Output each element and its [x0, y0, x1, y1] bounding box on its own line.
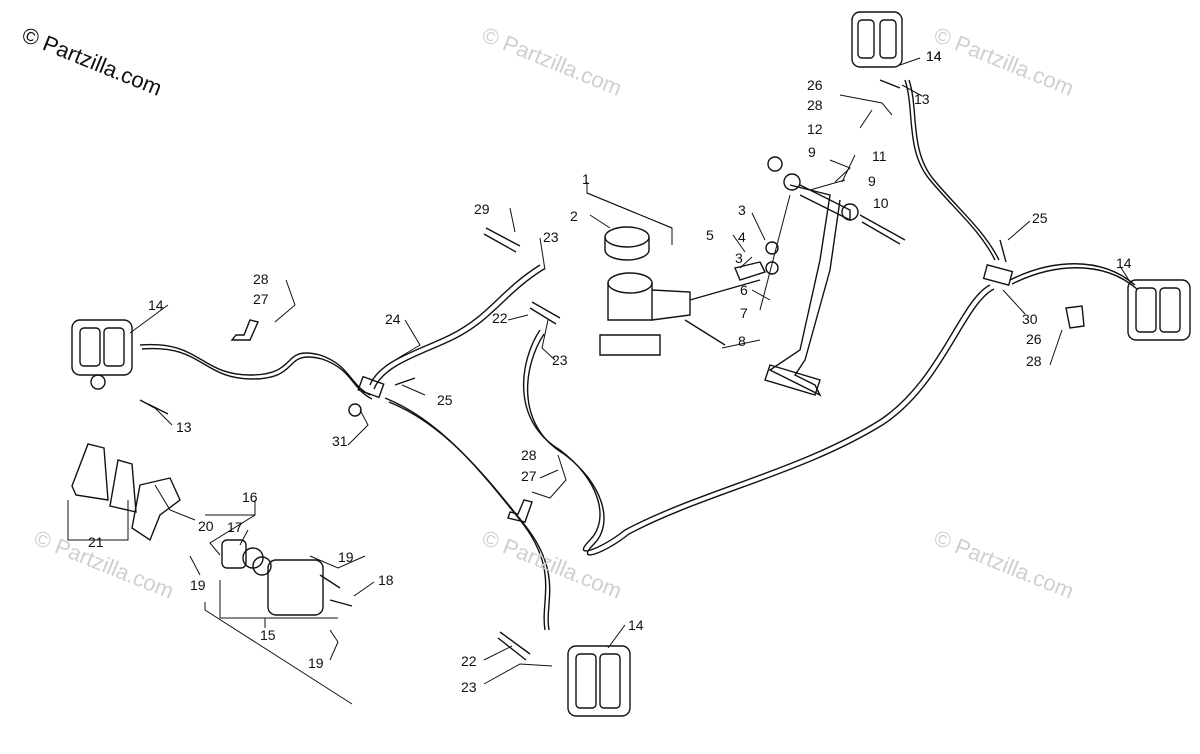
callout-number: 8 — [738, 333, 746, 349]
caliper-left-front — [71, 319, 156, 409]
bushing-9b — [841, 203, 859, 221]
brake-line-master-loop — [522, 284, 995, 556]
pivot-bolt-10 — [859, 214, 906, 245]
brake-line-left-front — [139, 343, 373, 400]
brake-pedal — [764, 184, 851, 397]
callout-number: 25 — [1032, 210, 1048, 226]
bolt-8 — [684, 319, 726, 346]
bolt-22-lower — [497, 631, 531, 661]
callout-number: 29 — [474, 201, 490, 217]
brake-line-right-rear — [1009, 263, 1138, 290]
callout-number: 21 — [88, 534, 104, 550]
callout-number: 5 — [706, 227, 714, 243]
bolt-13-left — [147, 403, 169, 415]
callout-number: 12 — [807, 121, 823, 137]
junction-block-right — [982, 264, 1014, 286]
bolt-13-right — [879, 79, 901, 89]
callout-number: 28 — [253, 271, 269, 287]
callout-number: 9 — [868, 173, 876, 189]
callout-number: 28 — [521, 447, 537, 463]
junction-block-left — [357, 375, 385, 399]
nut-31 — [348, 403, 362, 417]
callout-number: 28 — [807, 97, 823, 113]
callout-number: 13 — [914, 91, 930, 107]
callout-number: 18 — [378, 572, 394, 588]
caliper-body-15 — [267, 559, 353, 616]
callout-number: 11 — [872, 148, 887, 164]
callout-number: 19 — [308, 655, 324, 671]
bolt-25-center — [394, 377, 416, 386]
brake-pads-21 — [71, 443, 137, 513]
callout-number: 9 — [808, 144, 816, 160]
clamp-26-right — [1065, 305, 1085, 329]
callout-number: 22 — [492, 310, 508, 326]
caliper-right-front — [851, 11, 903, 68]
washer-6 — [765, 261, 779, 275]
callout-number: 24 — [385, 311, 401, 327]
brake-line-right-upper — [904, 79, 1000, 261]
callout-number: 27 — [521, 468, 537, 484]
callout-number: 14 — [1116, 255, 1132, 271]
callout-number: 19 — [338, 549, 354, 565]
callout-number: 14 — [628, 617, 644, 633]
callout-number: 10 — [873, 195, 889, 211]
callout-number: 14 — [926, 48, 942, 64]
washer-3 — [765, 241, 779, 255]
callout-number: 23 — [552, 352, 568, 368]
piston-17 — [221, 539, 272, 576]
callout-number: 3 — [735, 250, 743, 266]
callout-number: 19 — [190, 577, 206, 593]
clamp-27-lower — [507, 499, 533, 523]
bracket-20 — [131, 477, 181, 542]
callout-number: 25 — [437, 392, 453, 408]
callout-number: 16 — [242, 489, 258, 505]
callout-number: 14 — [148, 297, 164, 313]
callout-number: 23 — [461, 679, 477, 695]
caliper-right-rear — [1127, 279, 1191, 341]
callout-number: 3 — [738, 202, 746, 218]
caliper-left-rear — [567, 645, 631, 717]
callout-number: 6 — [740, 282, 748, 298]
callout-number: 28 — [1026, 353, 1042, 369]
callout-number: 22 — [461, 653, 477, 669]
clevis-3-4 — [734, 261, 766, 281]
callout-number: 1 — [582, 171, 590, 187]
callout-number: 14 — [926, 48, 942, 64]
callout-number: 23 — [543, 229, 559, 245]
bolt-29 — [483, 227, 521, 253]
clamp-27-upper — [230, 319, 259, 341]
callout-number: 15 — [260, 627, 276, 643]
bolt-22-upper — [529, 301, 561, 325]
callout-number: 4 — [738, 229, 746, 245]
callout-number: 31 — [332, 433, 348, 449]
bushing-12 — [767, 156, 783, 172]
brake-line-rear-lower — [384, 397, 551, 631]
callout-number: 26 — [1026, 331, 1042, 347]
callout-number: 2 — [570, 208, 578, 224]
callout-number: 27 — [253, 291, 269, 307]
callout-number: 20 — [198, 518, 214, 534]
bolt-25-right — [999, 239, 1007, 263]
callout-number: 17 — [227, 519, 243, 535]
brake-line-24 — [369, 264, 545, 390]
callout-number: 30 — [1022, 311, 1038, 327]
callout-number: 13 — [176, 419, 192, 435]
callout-number: 7 — [740, 305, 748, 321]
bushing-9a — [783, 173, 801, 191]
master-cylinder — [599, 226, 761, 356]
leader-lines — [67, 57, 1131, 705]
callout-number: 26 — [807, 77, 823, 93]
